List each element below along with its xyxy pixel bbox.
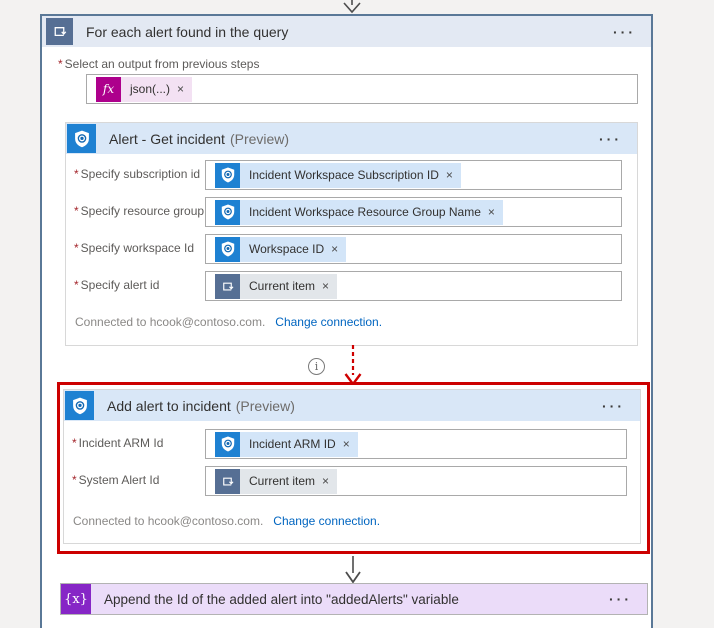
foreach-header[interactable]: For each alert found in the query ··· bbox=[42, 16, 651, 47]
field-row: *Specify alert id Current item × bbox=[66, 271, 637, 301]
foreach-loop-icon bbox=[46, 18, 73, 45]
field-row: *Specify workspace Id Workspace ID × bbox=[66, 234, 637, 264]
incident-arm-id-input[interactable]: Incident ARM ID × bbox=[205, 429, 627, 459]
field-label: *Specify workspace Id bbox=[74, 241, 195, 255]
field-label: *Incident ARM Id bbox=[72, 436, 164, 450]
token-remove-icon[interactable]: × bbox=[342, 437, 350, 451]
more-options-icon[interactable]: ··· bbox=[602, 397, 625, 414]
field-row: *Specify resource group Incident Workspa… bbox=[66, 197, 637, 227]
sentinel-icon bbox=[65, 391, 94, 420]
sentinel-icon bbox=[67, 124, 96, 153]
change-connection-link[interactable]: Change connection. bbox=[273, 514, 381, 528]
variable-icon: {x} bbox=[61, 584, 91, 614]
add-alert-header[interactable]: Add alert to incident (Preview) ··· bbox=[64, 390, 640, 421]
foreach-title: For each alert found in the query bbox=[86, 23, 289, 40]
sentinel-icon bbox=[215, 199, 240, 225]
preview-badge: (Preview) bbox=[235, 397, 295, 414]
get-incident-card: Alert - Get incident (Preview) ··· *Spec… bbox=[65, 122, 638, 346]
token-text: Incident Workspace Subscription ID bbox=[249, 168, 439, 182]
output-select-label: *Select an output from previous steps bbox=[58, 57, 260, 71]
alert-id-input[interactable]: Current item × bbox=[205, 271, 622, 301]
token-remove-icon[interactable]: × bbox=[331, 242, 339, 256]
token-remove-icon[interactable]: × bbox=[177, 82, 185, 96]
get-incident-title: Alert - Get incident bbox=[109, 130, 225, 147]
info-icon[interactable]: i bbox=[308, 358, 325, 375]
connector-arrow-top bbox=[343, 0, 361, 14]
required-marker: * bbox=[58, 57, 63, 71]
field-row: *Incident ARM Id Incident ARM ID × bbox=[64, 429, 640, 459]
token-text: Workspace ID bbox=[249, 242, 325, 256]
more-options-icon[interactable]: ··· bbox=[609, 591, 632, 607]
foreach-loop-icon bbox=[215, 273, 240, 299]
connection-status: Connected to hcook@contoso.com.Change co… bbox=[75, 315, 383, 329]
token-pill[interactable]: Current item × bbox=[215, 273, 338, 299]
field-row: *System Alert Id Current item × bbox=[64, 466, 640, 496]
more-options-icon[interactable]: ··· bbox=[599, 130, 622, 147]
resource-group-input[interactable]: Incident Workspace Resource Group Name × bbox=[205, 197, 622, 227]
change-connection-link[interactable]: Change connection. bbox=[275, 315, 383, 329]
foreach-loop-icon bbox=[215, 468, 240, 494]
token-text: Current item bbox=[249, 474, 316, 488]
add-alert-card: Add alert to incident (Preview) ··· *Inc… bbox=[63, 389, 641, 544]
token-pill[interactable]: Workspace ID × bbox=[215, 236, 347, 262]
token-pill[interactable]: Current item × bbox=[215, 468, 338, 494]
field-label: *Specify subscription id bbox=[74, 167, 201, 181]
connection-status: Connected to hcook@contoso.com.Change co… bbox=[73, 514, 381, 528]
token-pill[interactable]: Incident Workspace Subscription ID × bbox=[215, 162, 461, 188]
sentinel-icon bbox=[215, 162, 240, 188]
preview-badge: (Preview) bbox=[229, 130, 290, 147]
token-remove-icon[interactable]: × bbox=[322, 474, 330, 488]
token-remove-icon[interactable]: × bbox=[487, 205, 495, 219]
token-remove-icon[interactable]: × bbox=[445, 168, 453, 182]
token-text: json(...) bbox=[130, 82, 171, 96]
token-remove-icon[interactable]: × bbox=[322, 279, 330, 293]
selected-action-highlight: Add alert to incident (Preview) ··· *Inc… bbox=[57, 382, 650, 554]
more-options-icon[interactable]: ··· bbox=[613, 23, 636, 40]
token-text: Incident ARM ID bbox=[249, 437, 336, 451]
append-variable-card[interactable]: {x} Append the Id of the added alert int… bbox=[60, 583, 648, 615]
foreach-scope-card: For each alert found in the query ··· *S… bbox=[40, 14, 653, 628]
connector-arrow-down bbox=[345, 556, 361, 584]
sentinel-icon bbox=[215, 236, 240, 262]
token-text: Current item bbox=[249, 279, 316, 293]
append-variable-title: Append the Id of the added alert into "a… bbox=[104, 591, 459, 607]
expression-token-pill[interactable]: fx json(...) × bbox=[96, 76, 193, 102]
field-row: *Specify subscription id Incident Worksp… bbox=[66, 160, 637, 190]
sentinel-icon bbox=[215, 431, 240, 457]
add-alert-title: Add alert to incident bbox=[107, 397, 231, 414]
get-incident-header[interactable]: Alert - Get incident (Preview) ··· bbox=[66, 123, 637, 154]
subscription-id-input[interactable]: Incident Workspace Subscription ID × bbox=[205, 160, 622, 190]
token-text: Incident Workspace Resource Group Name bbox=[249, 205, 481, 219]
field-label: *Specify resource group bbox=[74, 204, 205, 218]
token-pill[interactable]: Incident Workspace Resource Group Name × bbox=[215, 199, 503, 225]
fx-expression-icon: fx bbox=[96, 76, 121, 102]
workspace-id-input[interactable]: Workspace ID × bbox=[205, 234, 622, 264]
foreach-output-input[interactable]: fx json(...) × bbox=[86, 74, 638, 104]
token-pill[interactable]: Incident ARM ID × bbox=[215, 431, 358, 457]
field-label: *Specify alert id bbox=[74, 278, 160, 292]
system-alert-id-input[interactable]: Current item × bbox=[205, 466, 627, 496]
field-label: *System Alert Id bbox=[72, 473, 160, 487]
